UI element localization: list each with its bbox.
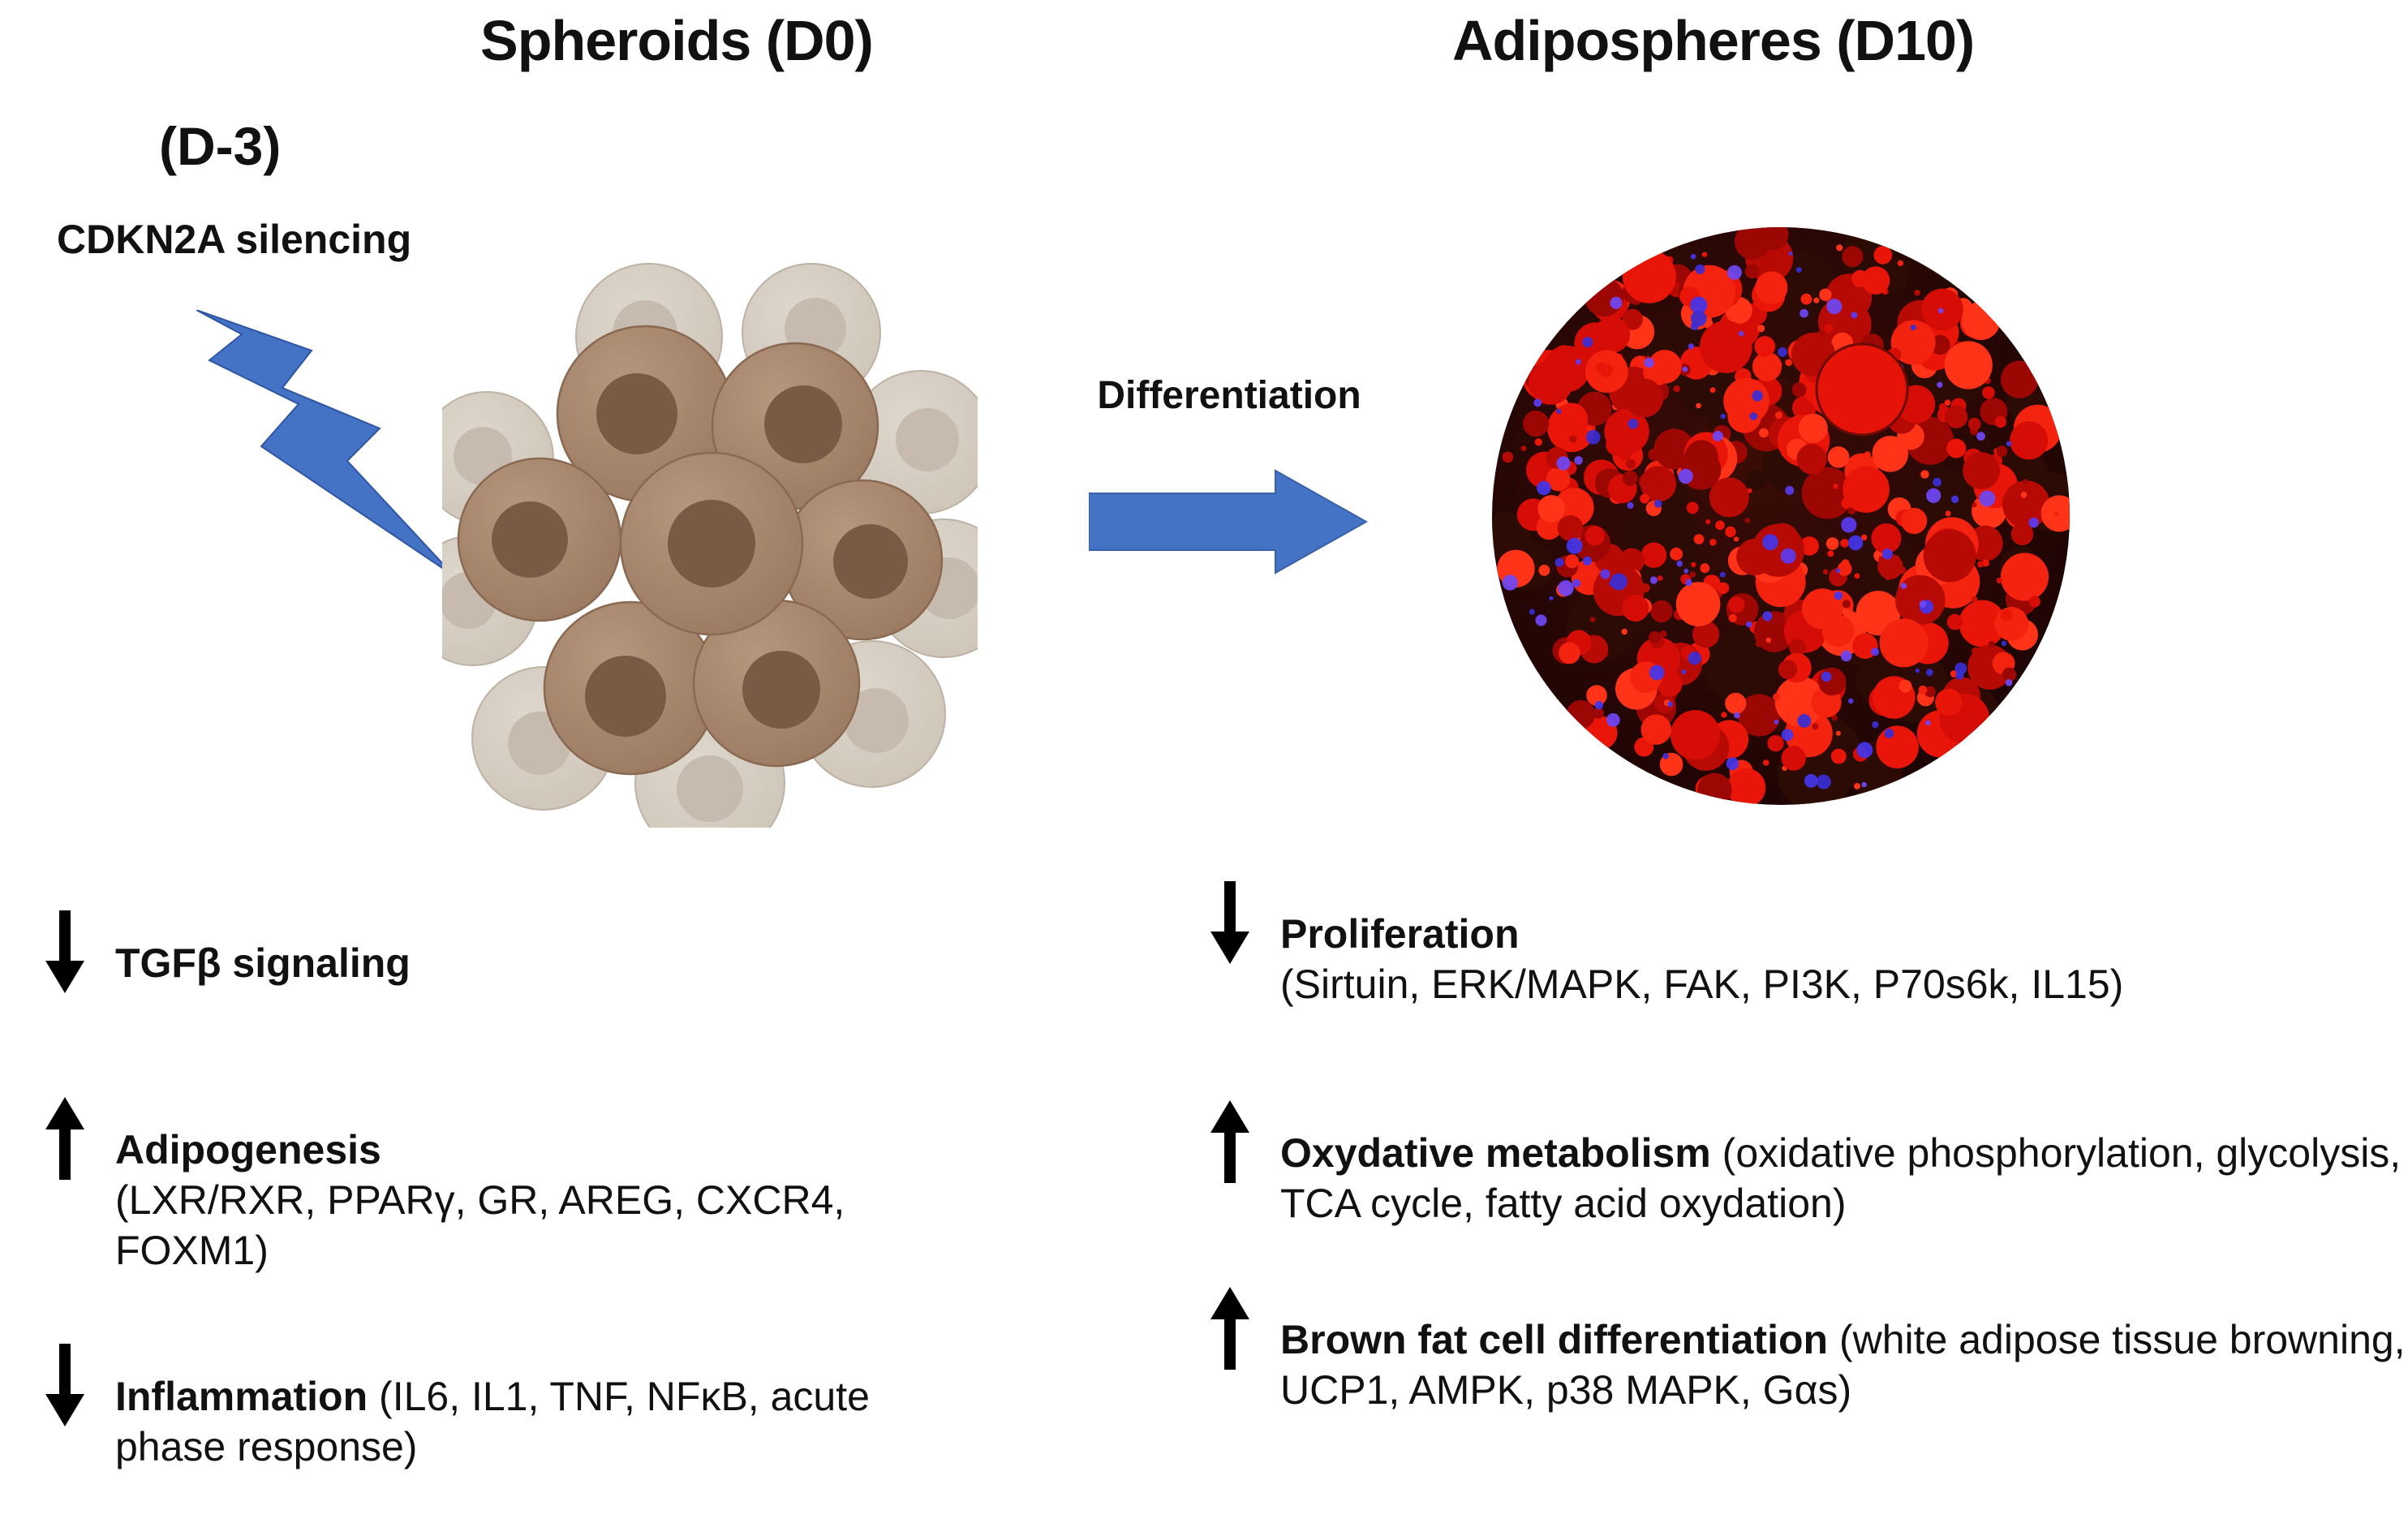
effect-term: TGFβ signaling [115,940,411,986]
effect-details: (Sirtuin, ERK/MAPK, FAK, PI3K, P70s6k, I… [1280,962,2124,1007]
down-arrow-icon [45,1344,84,1426]
effect-term: Brown fat cell differentiation [1280,1317,1829,1362]
down-arrow-icon [1210,881,1249,964]
effect-term: Adipogenesis [115,1127,381,1172]
differentiation-label: Differentiation [1097,374,1361,417]
lightning-bolt-icon [196,310,455,577]
brown-cell-nuclei [492,373,908,737]
up-arrow-icon [1210,1100,1249,1183]
lipid-droplets-and-nuclei [1492,227,2070,805]
up-arrow-icon [1210,1287,1249,1370]
differentiation-arrow-icon [1089,469,1369,574]
adiposphere-image [1492,227,2070,805]
effect-term: Inflammation [115,1374,368,1419]
large-lipid-droplet [1815,342,1909,437]
adiposphere-effect-oxydative-metabolism: Oxydative metabolism (oxidative phosphor… [1207,1097,2408,1228]
differentiation-arrow-shape [1089,469,1369,574]
perturbation-timepoint: (D-3) [159,116,282,176]
spheroid-effect-adipogenesis: Adipogenesis (LXR/RXR, PPARγ, GR, AREG, … [42,1094,975,1276]
effect-details: (IL6, IL1, TNF, NFκB, acute phase respon… [115,1374,870,1469]
up-arrow-icon [45,1097,84,1180]
perturbation-label: CDKN2A silencing [57,217,412,262]
effect-details: (oxidative phosphorylation, glycolysis, … [1280,1130,2402,1226]
effect-details: (white adipose tissue browning, UCP1, AM… [1280,1317,2406,1413]
effect-term: Oxydative metabolism [1280,1130,1711,1176]
effect-term: Proliferation [1280,911,1520,957]
left-panel-title: Spheroids (D0) [480,9,874,72]
right-panel-title: Adipospheres (D10) [1452,9,1975,72]
spheroid-effect-tgfb: TGFβ signaling [42,907,975,996]
spheroid-effect-inflammation: Inflammation (IL6, IL1, TNF, NFκB, acute… [42,1340,975,1472]
adiposphere-effect-proliferation: Proliferation (Sirtuin, ERK/MAPK, FAK, P… [1207,878,2408,1009]
adiposphere-effect-brown-fat: Brown fat cell differentiation (white ad… [1207,1284,2408,1415]
down-arrow-icon [45,910,84,993]
spheroid-illustration [442,263,978,828]
lightning-bolt-shape [196,310,455,577]
effect-details: (LXR/RXR, PPARγ, GR, AREG, CXCR4, FOXM1) [115,1177,845,1273]
